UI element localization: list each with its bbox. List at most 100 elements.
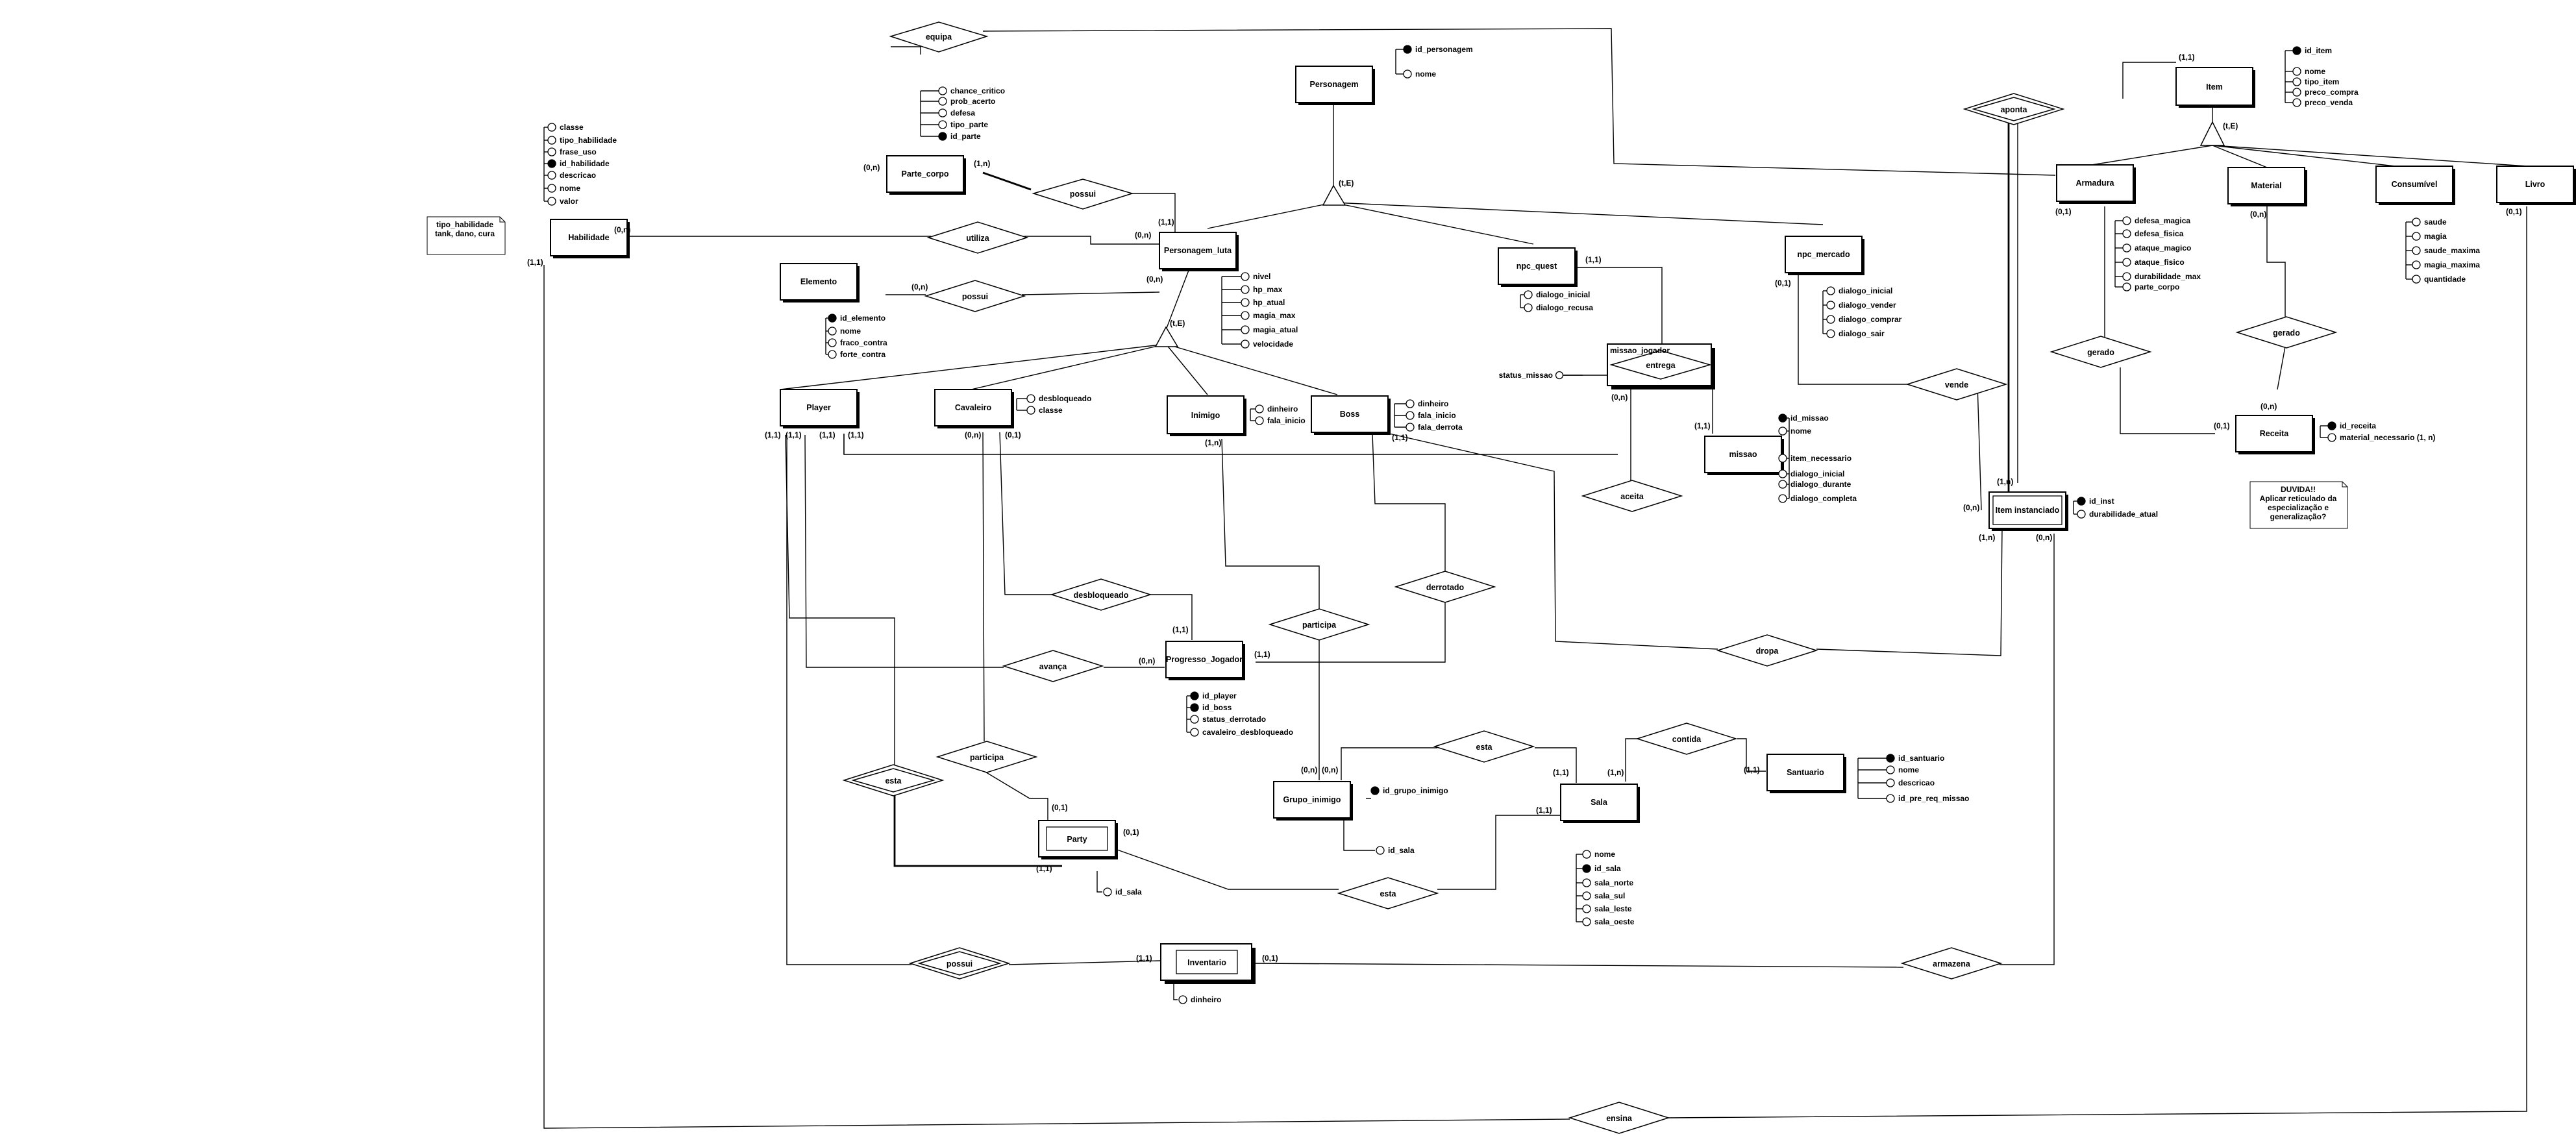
attr-label: valor (560, 197, 578, 206)
entity-boss[interactable]: Boss (1311, 395, 1391, 435)
entity-personagem[interactable]: Personagem (1295, 66, 1375, 105)
cardinality-missao-left: (1,1) (1694, 421, 1711, 430)
attribute-icon (2292, 98, 2301, 107)
rel-utiliza[interactable]: utiliza (926, 221, 1029, 254)
attr-label: tipo_parte (950, 120, 988, 129)
rel-possui-elemento[interactable]: possui (924, 280, 1026, 312)
entity-elemento[interactable]: Elemento (780, 263, 860, 303)
entity-santuario[interactable]: Santuario (1766, 754, 1846, 793)
entity-npc-quest[interactable]: npc_quest (1498, 247, 1578, 287)
cardinality-player-1: (1,1) (765, 430, 781, 439)
entity-consumivel[interactable]: Consumível (2375, 166, 2455, 205)
rel-contida[interactable]: contida (1635, 722, 1738, 755)
rel-esta-grupo[interactable]: esta (1337, 877, 1439, 909)
entity-parte-corpo[interactable]: Parte_corpo (886, 155, 966, 195)
entity-missao[interactable]: missao (1704, 436, 1784, 475)
attr-label: id_parte (950, 132, 981, 141)
entity-item-instanciado[interactable]: Item instanciado (1988, 491, 2068, 531)
specializations: (t,E) (t,E) (t,E) (1154, 121, 2238, 347)
entity-habilidade[interactable]: Habilidade (550, 219, 630, 258)
entity-label: Inventario (1187, 958, 1226, 967)
entity-livro[interactable]: Livro (2496, 166, 2576, 205)
attribute-icon (1778, 494, 1787, 503)
entity-label: Boss (1340, 410, 1360, 419)
cardinality-boss-bottom: (1,1) (1392, 433, 1408, 442)
rel-label: possui (962, 292, 988, 301)
rel-label: possui (947, 959, 972, 969)
attribute-icon (2412, 275, 2421, 284)
rel-gerado-material[interactable]: gerado (2235, 316, 2338, 349)
entity-inimigo[interactable]: Inimigo (1167, 395, 1246, 436)
rel-participa-cavaleiro[interactable]: participa (935, 741, 1038, 773)
cardinality-elem-right: (0,n) (911, 282, 928, 291)
attribute-icon (938, 120, 947, 129)
rel-avanca[interactable]: avança (1002, 650, 1104, 682)
cardinality-pl-top: (1,1) (1158, 217, 1174, 227)
attr-label: id_personagem (1415, 45, 1473, 54)
rel-vende[interactable]: vende (1905, 368, 2008, 401)
entity-npc-mercado[interactable]: npc_mercado (1785, 236, 1864, 275)
attr-label: dialogo_sair (1839, 329, 1885, 338)
entity-inventario[interactable]: Inventario (1160, 943, 1256, 984)
entity-personagem-luta[interactable]: Personagem_luta (1159, 232, 1239, 271)
entity-label: Cavaleiro (955, 403, 992, 412)
entity-cavaleiro[interactable]: Cavaleiro (934, 389, 1014, 428)
entity-receita[interactable]: Receita (2235, 415, 2315, 454)
rel-participa-inimigo[interactable]: participa (1268, 608, 1370, 641)
attribute-icon (547, 184, 556, 193)
rel-derrotado[interactable]: derrotado (1394, 571, 1496, 603)
attr-label: id_sala (1115, 887, 1142, 896)
entity-progresso-jogador[interactable]: Progresso_Jogador (1165, 641, 1245, 680)
rel-aceita[interactable]: aceita (1581, 480, 1683, 512)
entity-missao-jogador[interactable]: missao_jogador entrega (1607, 343, 1715, 389)
rel-label: aponta (2001, 105, 2028, 114)
rel-aponta[interactable]: aponta (1963, 93, 2065, 125)
cardinality-mat-bottom: (0,n) (2250, 210, 2266, 219)
rel-desbloqueado[interactable]: desbloqueado (1050, 578, 1152, 611)
attr-label: saude_maxima (2424, 246, 2480, 255)
entity-armadura[interactable]: Armadura (2056, 164, 2136, 204)
attr-label: descricao (560, 171, 596, 180)
rel-equipa[interactable]: equipa (889, 21, 989, 53)
attr-label: id_receita (2340, 421, 2376, 430)
entity-material[interactable]: Material (2227, 167, 2307, 206)
attr-label: nome (1898, 765, 1919, 774)
rel-possui-parte[interactable]: possui (1032, 179, 1134, 210)
rel-possui-inventario[interactable]: possui (908, 947, 1011, 980)
attribute-icon (1103, 887, 1112, 896)
entity-item[interactable]: Item (2175, 67, 2255, 108)
rel-gerado-armadura[interactable]: gerado (2050, 336, 2152, 368)
attribute-icon (547, 136, 556, 145)
cardinality-ii-top: (1,n) (1997, 477, 2013, 486)
entity-label: Sala (1591, 798, 1608, 807)
entity-grupo-inimigo[interactable]: Grupo_inimigo (1273, 781, 1353, 821)
spec-item: (t,E) (2199, 121, 2238, 146)
attribute-icon (2122, 282, 2131, 291)
attr-label: descricao (1898, 778, 1935, 787)
attr-label: velocidade (1253, 340, 1293, 349)
cardinality-ii-br: (0,n) (2036, 533, 2052, 542)
cardinality-item-top: (1,1) (2179, 53, 2195, 62)
note-tipo-habilidade: tipo_habilidade tank, dano, cura (427, 216, 506, 255)
entity-sala[interactable]: Sala (1560, 784, 1640, 823)
entity-party[interactable]: Party (1038, 820, 1118, 859)
rel-esta-party[interactable]: esta (842, 764, 945, 796)
attr-label: dialogo_inicial (1790, 469, 1844, 478)
cardinality-party-bottom: (1,1) (1036, 864, 1052, 873)
cardinality-rec-left: (0,1) (2214, 421, 2230, 430)
entity-label: Personagem (1309, 80, 1358, 89)
entity-label: Consumível (2392, 180, 2438, 189)
attr-label: dialogo_recusa (1536, 303, 1593, 312)
entity-player[interactable]: Player (780, 389, 860, 428)
attr-label: magia_maxima (2424, 260, 2480, 269)
rel-ensina[interactable]: ensina (1568, 1102, 1670, 1134)
attr-label: status_missao (1499, 371, 1553, 380)
rel-armazena[interactable]: armazena (1900, 947, 2003, 980)
rel-dropa[interactable]: dropa (1716, 634, 1818, 667)
attr-label: magia (2424, 232, 2447, 241)
rel-esta-sala[interactable]: esta (1433, 730, 1535, 763)
attr-label: preco_compra (2305, 88, 2359, 97)
cardinality-inim-bottom: (1,n) (1205, 438, 1221, 447)
attribute-icon (1582, 917, 1591, 926)
